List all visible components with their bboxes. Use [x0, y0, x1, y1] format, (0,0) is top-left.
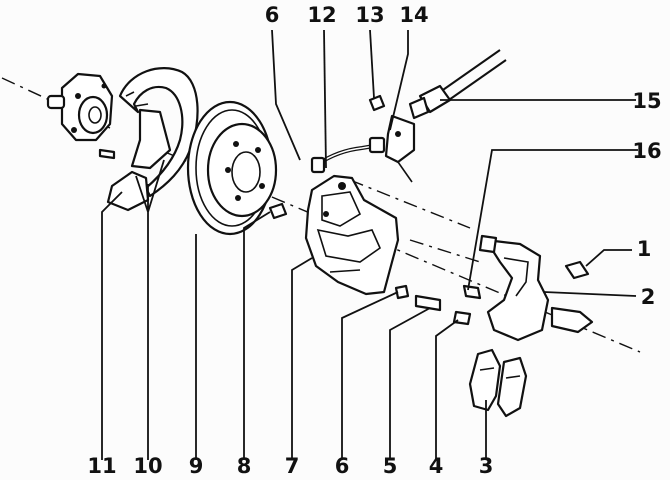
locating-screw [268, 202, 288, 220]
callout-12: 12 [307, 3, 336, 27]
callout-9: 9 [189, 454, 204, 478]
brake-pads [468, 348, 528, 418]
hose-bracket [368, 94, 416, 183]
callout-6-top: 6 [265, 3, 280, 27]
callout-3: 3 [479, 454, 494, 478]
callout-16: 16 [632, 139, 661, 163]
callout-11: 11 [87, 454, 116, 478]
guide-bolt-set [394, 284, 472, 326]
leader-lines [101, 29, 638, 460]
brake-hose [408, 49, 507, 120]
callout-8: 8 [237, 454, 252, 478]
caliper-housing [304, 174, 400, 296]
callout-15: 15 [632, 89, 661, 113]
callout-2: 2 [641, 285, 656, 309]
callout-14: 14 [399, 3, 428, 27]
callout-4: 4 [429, 454, 444, 478]
bracket-bolts [462, 260, 594, 334]
brake-line [310, 136, 386, 174]
callout-numbers: 6 12 13 14 15 16 1 2 3 4 5 6 7 8 9 10 11 [87, 3, 661, 478]
callout-1: 1 [637, 237, 652, 261]
callout-13: 13 [355, 3, 384, 27]
callout-10: 10 [133, 454, 162, 478]
wheel-stud [98, 148, 116, 160]
splash-shield [106, 67, 199, 212]
callout-5: 5 [383, 454, 398, 478]
callout-7: 7 [285, 454, 300, 478]
wheel-hub [46, 72, 116, 160]
caliper-bracket [478, 234, 550, 342]
callout-6-bottom: 6 [335, 454, 350, 478]
brake-disc [186, 100, 278, 236]
caliper-guide-axis [349, 179, 481, 263]
